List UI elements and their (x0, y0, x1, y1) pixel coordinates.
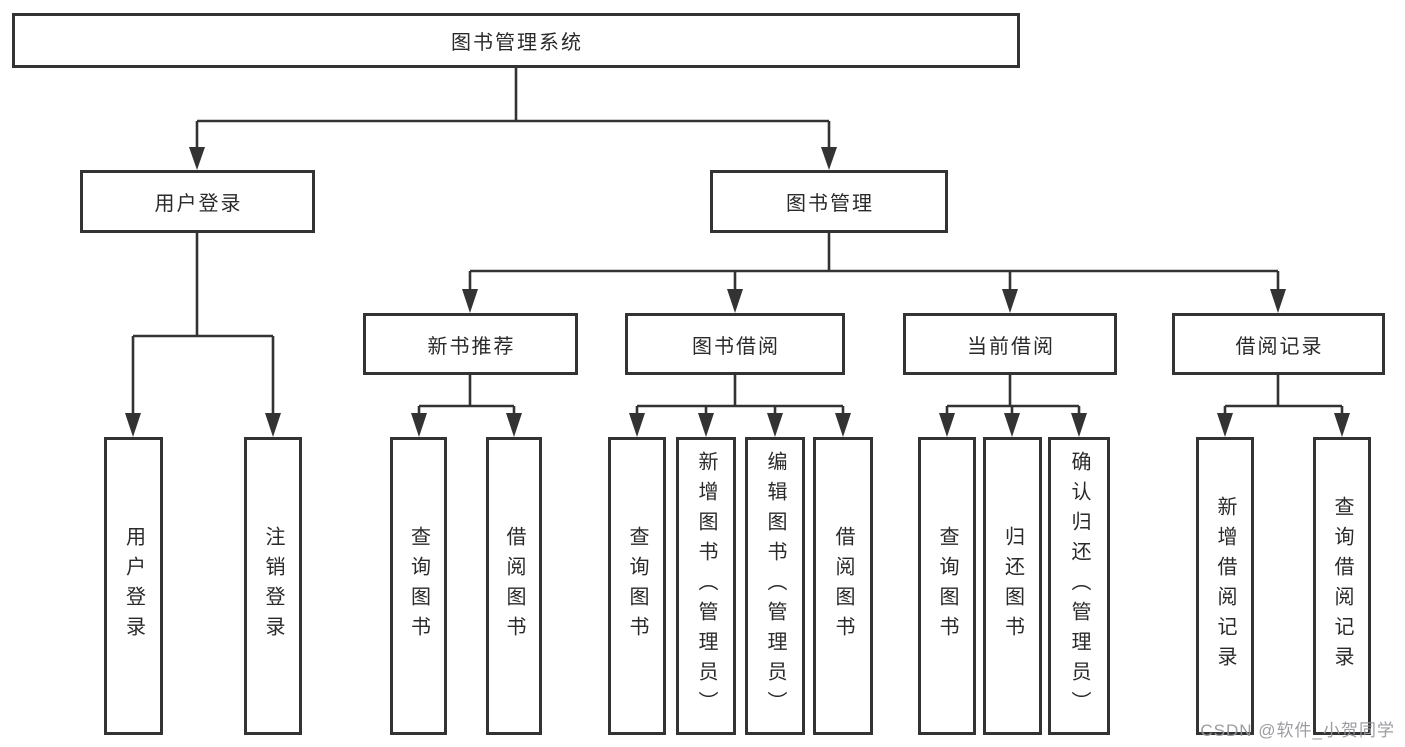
leaf-query-books-borrow: 查询图书 (608, 437, 666, 735)
node-root-library-system: 图书管理系统 (12, 13, 1020, 68)
node-book-borrow: 图书借阅 (625, 313, 845, 375)
arrow-down-icon (125, 413, 141, 437)
arrow-down-icon (835, 413, 851, 437)
leaf-query-borrow-record: 查询借阅记录 (1313, 437, 1371, 735)
arrow-down-icon (1002, 289, 1018, 313)
connector-book-borrow-to-leaves (629, 375, 851, 437)
arrow-down-icon (767, 413, 783, 437)
arrow-down-icon (1217, 413, 1233, 437)
arrow-down-icon (821, 147, 837, 170)
watermark: CSDN @软件_小贺同学 (1200, 721, 1395, 740)
arrow-down-icon (1004, 413, 1020, 437)
connector-root-to-level2 (189, 68, 837, 170)
leaf-query-books-recommend: 查询图书 (390, 437, 447, 735)
arrow-down-icon (1071, 413, 1087, 437)
leaf-return-books: 归还图书 (983, 437, 1042, 735)
arrow-down-icon (462, 289, 478, 313)
leaf-edit-books-admin: 编辑图书（管理员） (745, 437, 805, 735)
connector-current-borrow-to-leaves (939, 375, 1087, 437)
arrow-down-icon (506, 413, 522, 437)
node-user-login: 用户登录 (80, 170, 315, 233)
connector-borrow-records-to-leaves (1217, 375, 1350, 437)
arrow-down-icon (727, 289, 743, 313)
leaf-add-borrow-record: 新增借阅记录 (1196, 437, 1254, 735)
arrow-down-icon (265, 413, 281, 437)
arrow-down-icon (189, 147, 205, 170)
leaf-confirm-return-admin: 确认归还（管理员） (1048, 437, 1110, 735)
node-new-book-recommend: 新书推荐 (363, 313, 578, 375)
arrow-down-icon (411, 413, 427, 437)
node-borrow-records: 借阅记录 (1172, 313, 1385, 375)
leaf-add-books-admin: 新增图书（管理员） (676, 437, 736, 735)
leaf-borrow-books-recommend: 借阅图书 (486, 437, 542, 735)
connector-new-book-to-leaves (411, 375, 522, 437)
connector-user-login-to-leaves (125, 233, 281, 437)
arrow-down-icon (1270, 289, 1286, 313)
arrow-down-icon (1334, 413, 1350, 437)
arrow-down-icon (939, 413, 955, 437)
leaf-query-books-current: 查询图书 (918, 437, 976, 735)
node-current-borrow: 当前借阅 (903, 313, 1117, 375)
leaf-borrow-books: 借阅图书 (813, 437, 873, 735)
connector-book-mgmt-to-level3 (462, 233, 1286, 313)
arrow-down-icon (698, 413, 714, 437)
leaf-user-login: 用户登录 (104, 437, 163, 735)
node-book-management: 图书管理 (710, 170, 948, 233)
leaf-logout-login: 注销登录 (244, 437, 302, 735)
arrow-down-icon (629, 413, 645, 437)
